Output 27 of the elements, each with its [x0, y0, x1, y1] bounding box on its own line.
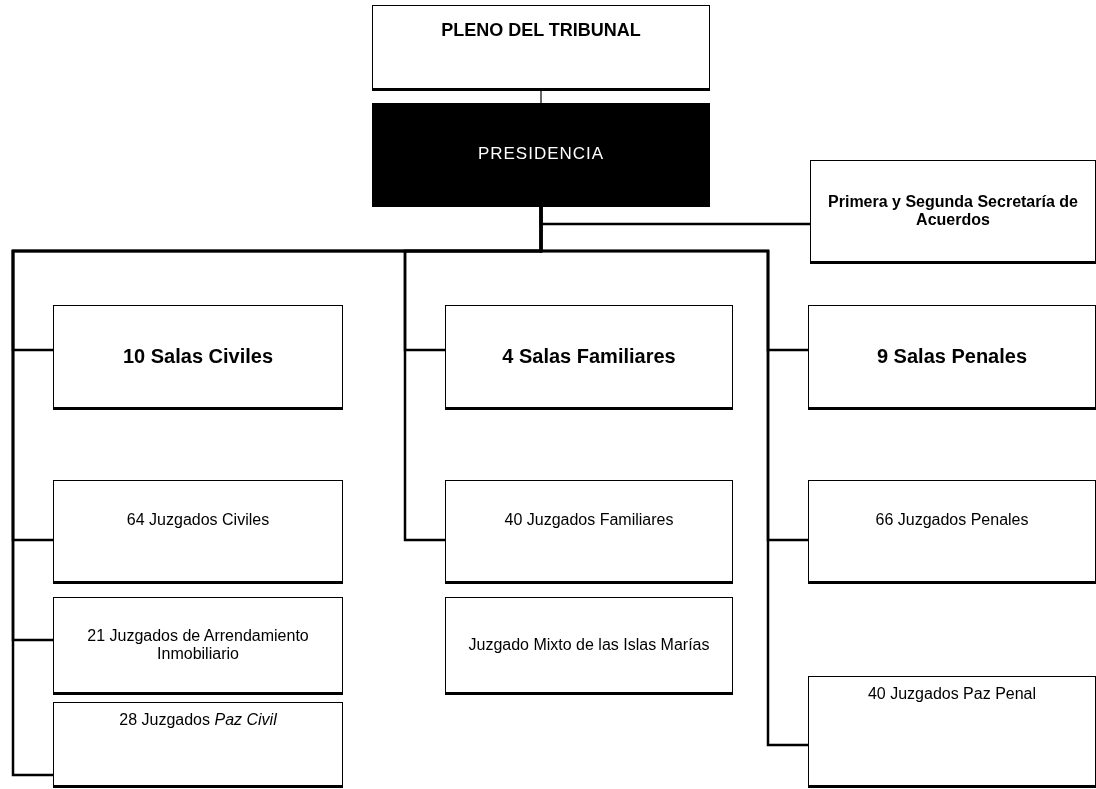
presidency-box: [372, 103, 710, 207]
court-box: [53, 702, 343, 788]
org-unit-label: PLENO DEL TRIBUNAL: [440, 20, 642, 41]
org-unit-label: 40 Juzgados Familiares: [503, 511, 675, 529]
court-box: [53, 597, 343, 695]
org-unit-label: 66 Juzgados Penales: [874, 511, 1030, 529]
org-unit-label: Juzgado Mixto de las Islas Marías: [467, 636, 711, 654]
connector-line: [540, 90, 542, 104]
org-unit-label: 28 Juzgados Paz Civil: [118, 711, 278, 729]
org-unit-label: 21 Juzgados de Arrendamiento Inmobiliario: [86, 627, 310, 663]
org-unit-label: PRESIDENCIA: [476, 144, 606, 164]
court-box: [53, 480, 343, 584]
org-unit-label: Primera y Segunda Secretaría de Acuerdos: [827, 193, 1079, 229]
org-unit-label: 4 Salas Familiares: [501, 345, 677, 368]
governing-body-box: [372, 5, 710, 91]
chamber-box: [53, 305, 343, 410]
chamber-box: [445, 305, 733, 410]
secretariat-box: [810, 160, 1096, 264]
court-box: [445, 597, 733, 695]
org-unit-label: 40 Juzgados Paz Penal: [866, 685, 1038, 703]
court-box: [808, 676, 1096, 788]
court-box: [445, 480, 733, 584]
org-unit-label: 9 Salas Penales: [875, 345, 1029, 368]
org-unit-label: 64 Juzgados Civiles: [125, 511, 271, 529]
court-box: [808, 480, 1096, 584]
org-unit-label: 10 Salas Civiles: [121, 345, 275, 368]
chamber-box: [808, 305, 1096, 410]
